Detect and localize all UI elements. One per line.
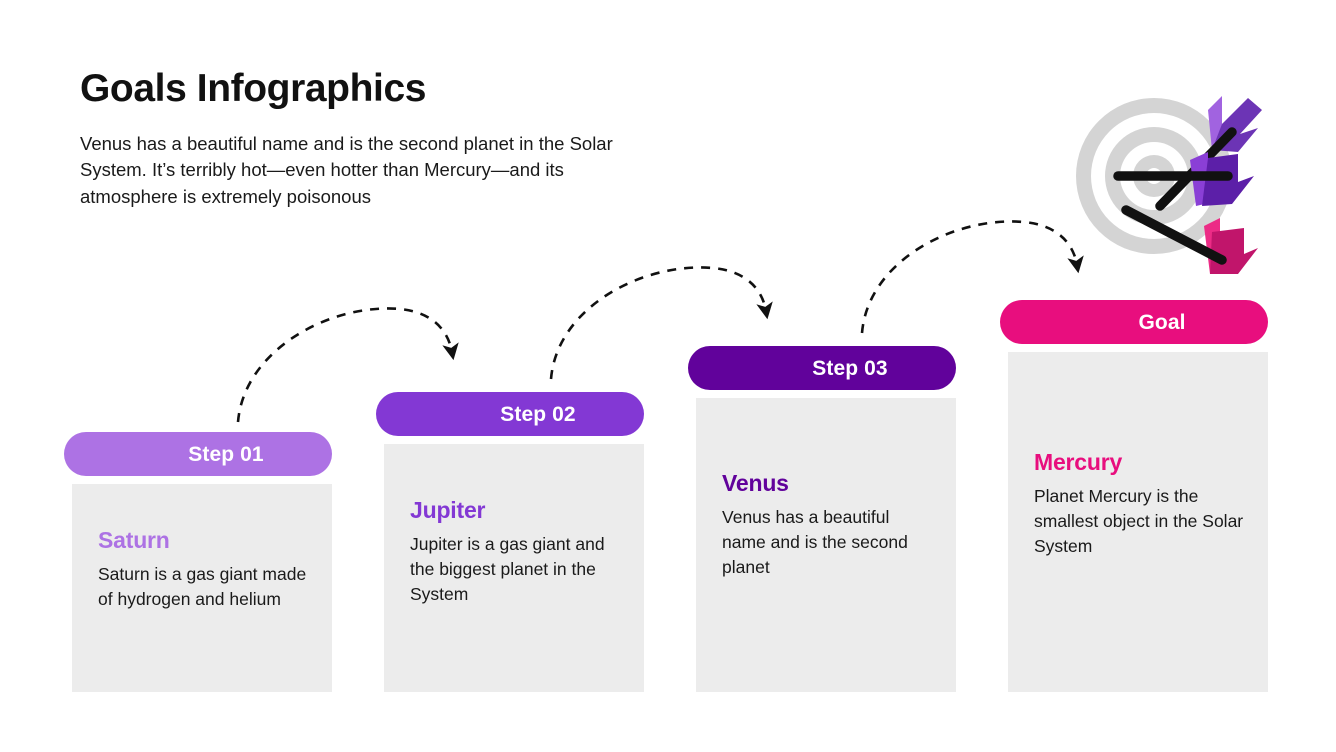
step-label-3: Step 03 [812,356,888,380]
planet-name-2: Jupiter [410,497,486,523]
page-title: Goals Infographics [80,67,427,110]
planet-description-1: Saturn is a gas giant made of hydrogen a… [98,564,307,610]
target-with-arrows-illustration [1076,96,1262,274]
step-label-goal: Goal [1138,310,1186,334]
page-subtitle: Venus has a beautiful name and is the se… [80,132,613,207]
step-pill-1[interactable]: Step 01 [64,432,332,476]
step-pill-3[interactable]: Step 03 [688,346,956,390]
step-pill-2[interactable]: Step 02 [376,392,644,436]
step-card-1[interactable]: Saturn Saturn is a gas giant made of hyd… [64,432,340,692]
planet-description-3: Venus has a beautiful name and is the se… [722,507,908,578]
step-body-1: Saturn Saturn is a gas giant made of hyd… [72,484,332,692]
step-body-2: Jupiter Jupiter is a gas giant and the b… [384,444,644,692]
step-body-goal: Mercury Planet Mercury is the smallest o… [1008,352,1268,692]
planet-name-3: Venus [722,470,789,496]
step-body-3: Venus Venus has a beautiful name and is … [696,398,956,692]
step-card-goal[interactable]: Mercury Planet Mercury is the smallest o… [1000,300,1276,692]
arrow-middle-icon [1113,152,1254,206]
planet-name-goal: Mercury [1034,449,1123,475]
header: Goals Infographics Venus has a beautiful… [80,67,700,210]
step-pill-goal[interactable]: Goal [1000,300,1268,344]
planet-description-2: Jupiter is a gas giant and the biggest p… [410,534,605,605]
step-card-3[interactable]: Venus Venus has a beautiful name and is … [688,346,964,692]
arrow-lower-icon [1121,205,1258,274]
planet-description-goal: Planet Mercury is the smallest object in… [1034,486,1244,557]
step-card-2[interactable]: Jupiter Jupiter is a gas giant and the b… [376,392,652,692]
step-label-2: Step 02 [500,402,576,426]
step-label-1: Step 01 [188,442,264,466]
planet-name-1: Saturn [98,527,170,553]
